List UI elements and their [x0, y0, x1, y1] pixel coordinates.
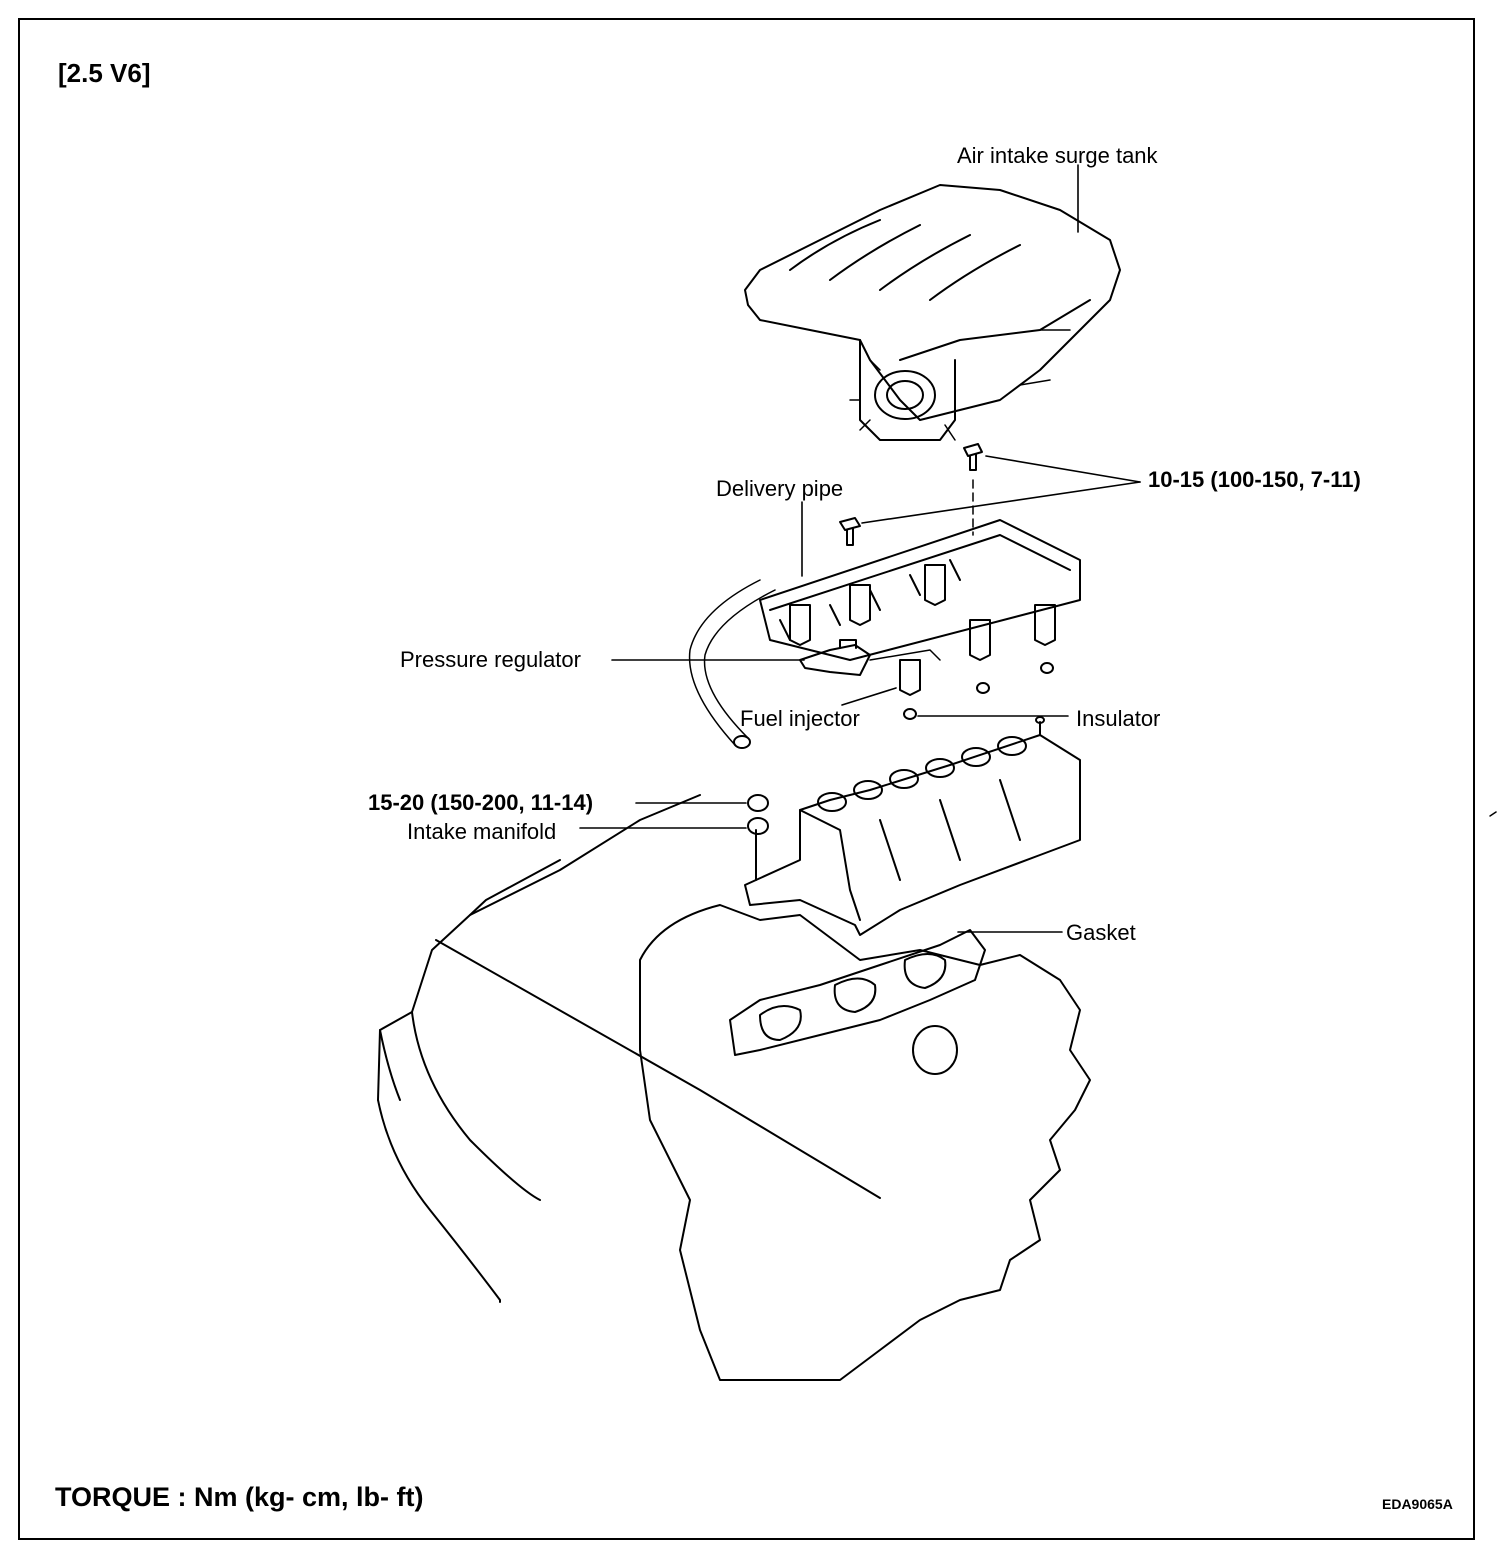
label-gasket: Gasket [1066, 920, 1136, 945]
leader-lines [579, 164, 1141, 933]
gasket-part [729, 929, 986, 1056]
label-torque-upper: 10-15 (100-150, 7-11) [1148, 467, 1361, 492]
bolts [839, 443, 983, 546]
engine-block [377, 794, 1091, 1381]
intake-manifold-part [744, 716, 1081, 936]
label-intake-manifold: Intake manifold [407, 819, 557, 844]
label-pressure-regulator: Pressure regulator [400, 647, 581, 672]
torque-units-note: TORQUE : Nm (kg- cm, lb- ft) [55, 1482, 424, 1512]
delivery-pipe-assembly [688, 519, 1081, 749]
label-insulator: Insulator [1076, 706, 1161, 731]
label-torque-lower: 15-20 (150-200, 11-14) [368, 790, 594, 815]
surge-tank-part [744, 184, 1121, 441]
margin-mark [1489, 811, 1497, 817]
label-surge-tank: Air intake surge tank [957, 143, 1158, 168]
diagram-frame [18, 18, 1475, 1540]
figure-title: [2.5 V6] [58, 58, 151, 88]
figure-code: EDA9065A [1382, 1496, 1453, 1512]
nut-washers [747, 662, 1054, 835]
label-delivery-pipe: Delivery pipe [716, 476, 844, 501]
label-fuel-injector: Fuel injector [740, 706, 860, 731]
